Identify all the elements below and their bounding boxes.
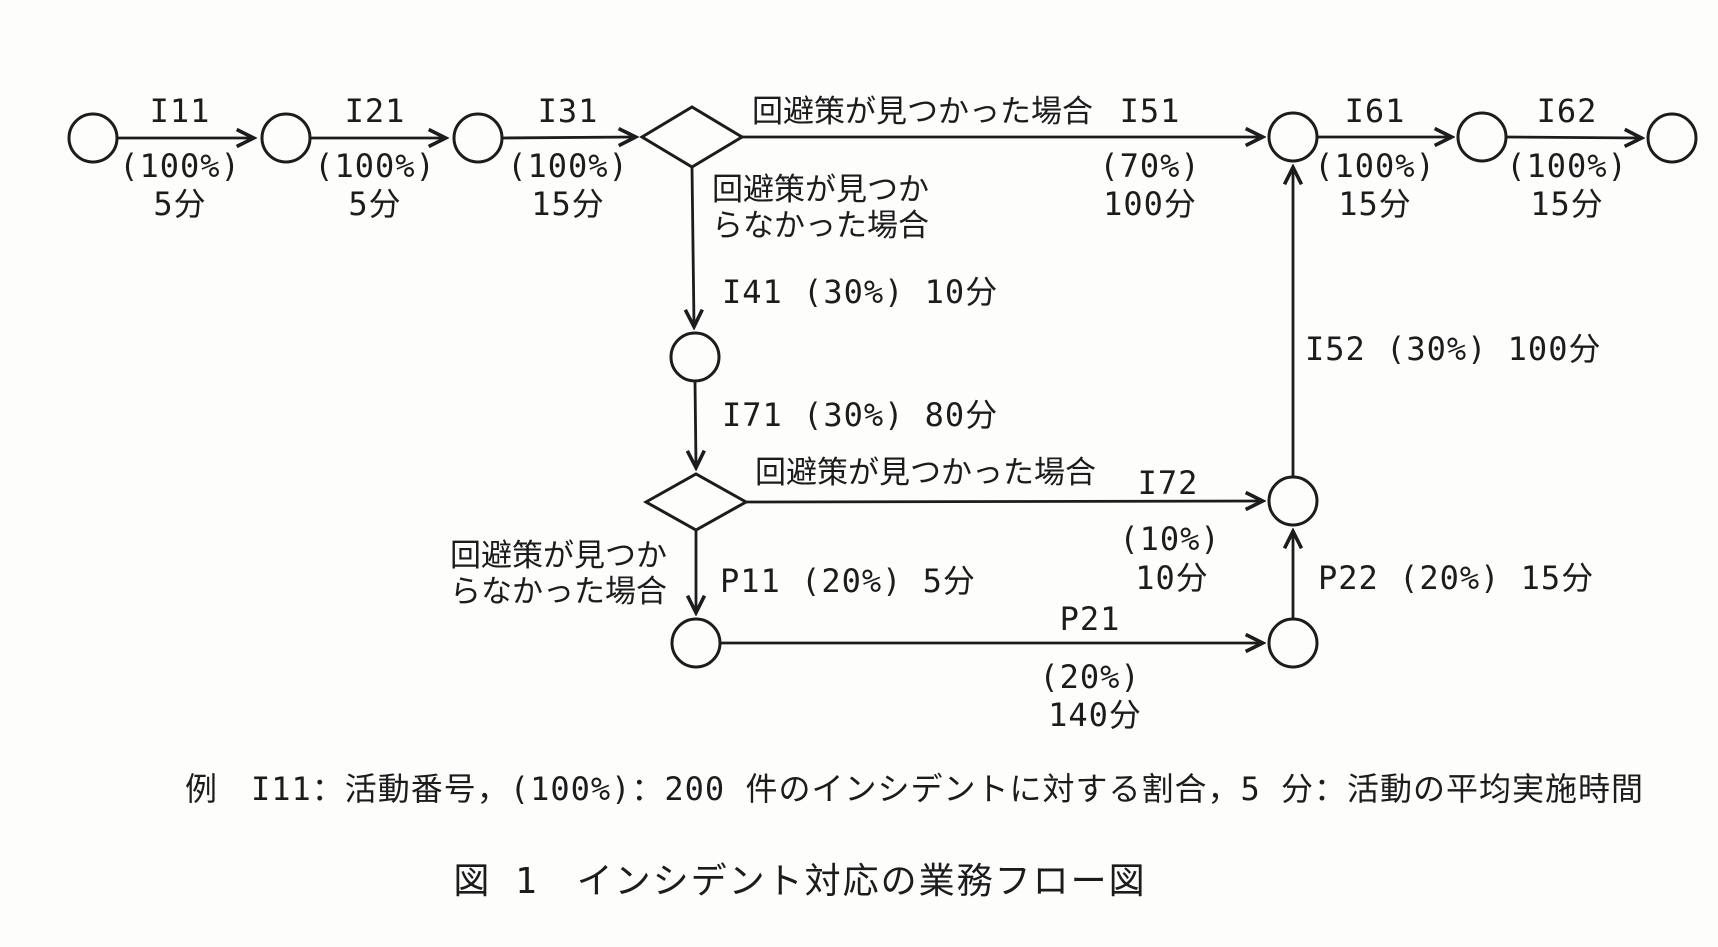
label-condition-notfound1-line2: らなかった場合 <box>712 208 929 244</box>
label-p11-inline: P11 (20%) 5分 <box>720 562 976 600</box>
label-p21-time: 140分 <box>1048 696 1142 734</box>
node-circle-end <box>1646 112 1698 164</box>
node-circle-mid <box>669 331 721 383</box>
figure-note: 例 I11：活動番号，(100%)：200 件のインシデントに対する割合，5 分… <box>185 770 1644 808</box>
decision-diamond-1 <box>639 105 745 169</box>
figure-caption: 図 1 インシデント対応の業務フロー図 <box>453 861 1146 902</box>
edge-i62-arrow <box>1505 137 1640 138</box>
label-i61-pct: (100%) <box>1314 147 1436 185</box>
label-i62-time: 15分 <box>1530 185 1604 223</box>
node-circle-bottom-left <box>670 617 722 669</box>
label-i31-pct: (100%) <box>507 147 629 185</box>
label-condition-notfound2-line2: らなかった場合 <box>450 574 667 610</box>
edge-i71-arrow <box>695 380 696 466</box>
label-i21-code: I21 <box>345 92 406 130</box>
label-condition-notfound1-line1: 回避策が見つか <box>712 172 929 208</box>
label-i62-code: I62 <box>1537 92 1598 130</box>
label-i31-code: I31 <box>538 92 599 130</box>
label-i71-inline: I71 (30%) 80分 <box>722 396 998 434</box>
label-i72-pct: (10%) <box>1119 520 1220 558</box>
node-circle-2 <box>260 112 312 164</box>
label-p21-code: P21 <box>1060 600 1121 638</box>
label-p22-inline: P22 (20%) 15分 <box>1318 559 1594 597</box>
node-circle-merge-right <box>1267 475 1319 527</box>
label-condition-found-top: 回避策が見つかった場合 <box>752 94 1093 130</box>
label-i11-time: 5分 <box>153 185 206 223</box>
label-i61-time: 15分 <box>1338 185 1412 223</box>
decision-diamond-2 <box>642 472 750 532</box>
label-condition-found-bottom: 回避策が見つかった場合 <box>755 455 1096 491</box>
edge-i41-arrow <box>692 166 694 325</box>
label-i21-pct: (100%) <box>314 147 436 185</box>
label-i72-time: 10分 <box>1135 559 1209 597</box>
edge-i31-arrow <box>501 137 634 138</box>
label-i41-inline: I41 (30%) 10分 <box>722 273 998 311</box>
label-i51-time: 100分 <box>1103 185 1197 223</box>
label-i72-code: I72 <box>1138 464 1199 502</box>
label-i62-pct: (100%) <box>1506 147 1628 185</box>
label-i61-code: I61 <box>1345 92 1406 130</box>
label-i51-pct: (70%) <box>1099 147 1200 185</box>
node-circle-3 <box>452 112 504 164</box>
node-circle-5 <box>1456 111 1508 163</box>
node-circle-merge-top <box>1267 111 1319 163</box>
label-i21-time: 5分 <box>348 185 401 223</box>
edge-i72-arrow <box>745 501 1261 502</box>
node-circle-start <box>67 112 119 164</box>
label-i51-code: I51 <box>1120 92 1181 130</box>
node-circle-bottom-right <box>1267 617 1319 669</box>
label-condition-notfound2-line1: 回避策が見つか <box>450 538 667 574</box>
label-p21-pct: (20%) <box>1039 658 1140 696</box>
label-i31-time: 15分 <box>531 185 605 223</box>
label-i52-inline: I52 (30%) 100分 <box>1305 330 1601 368</box>
label-i11-code: I11 <box>150 92 211 130</box>
label-i11-pct: (100%) <box>119 147 241 185</box>
